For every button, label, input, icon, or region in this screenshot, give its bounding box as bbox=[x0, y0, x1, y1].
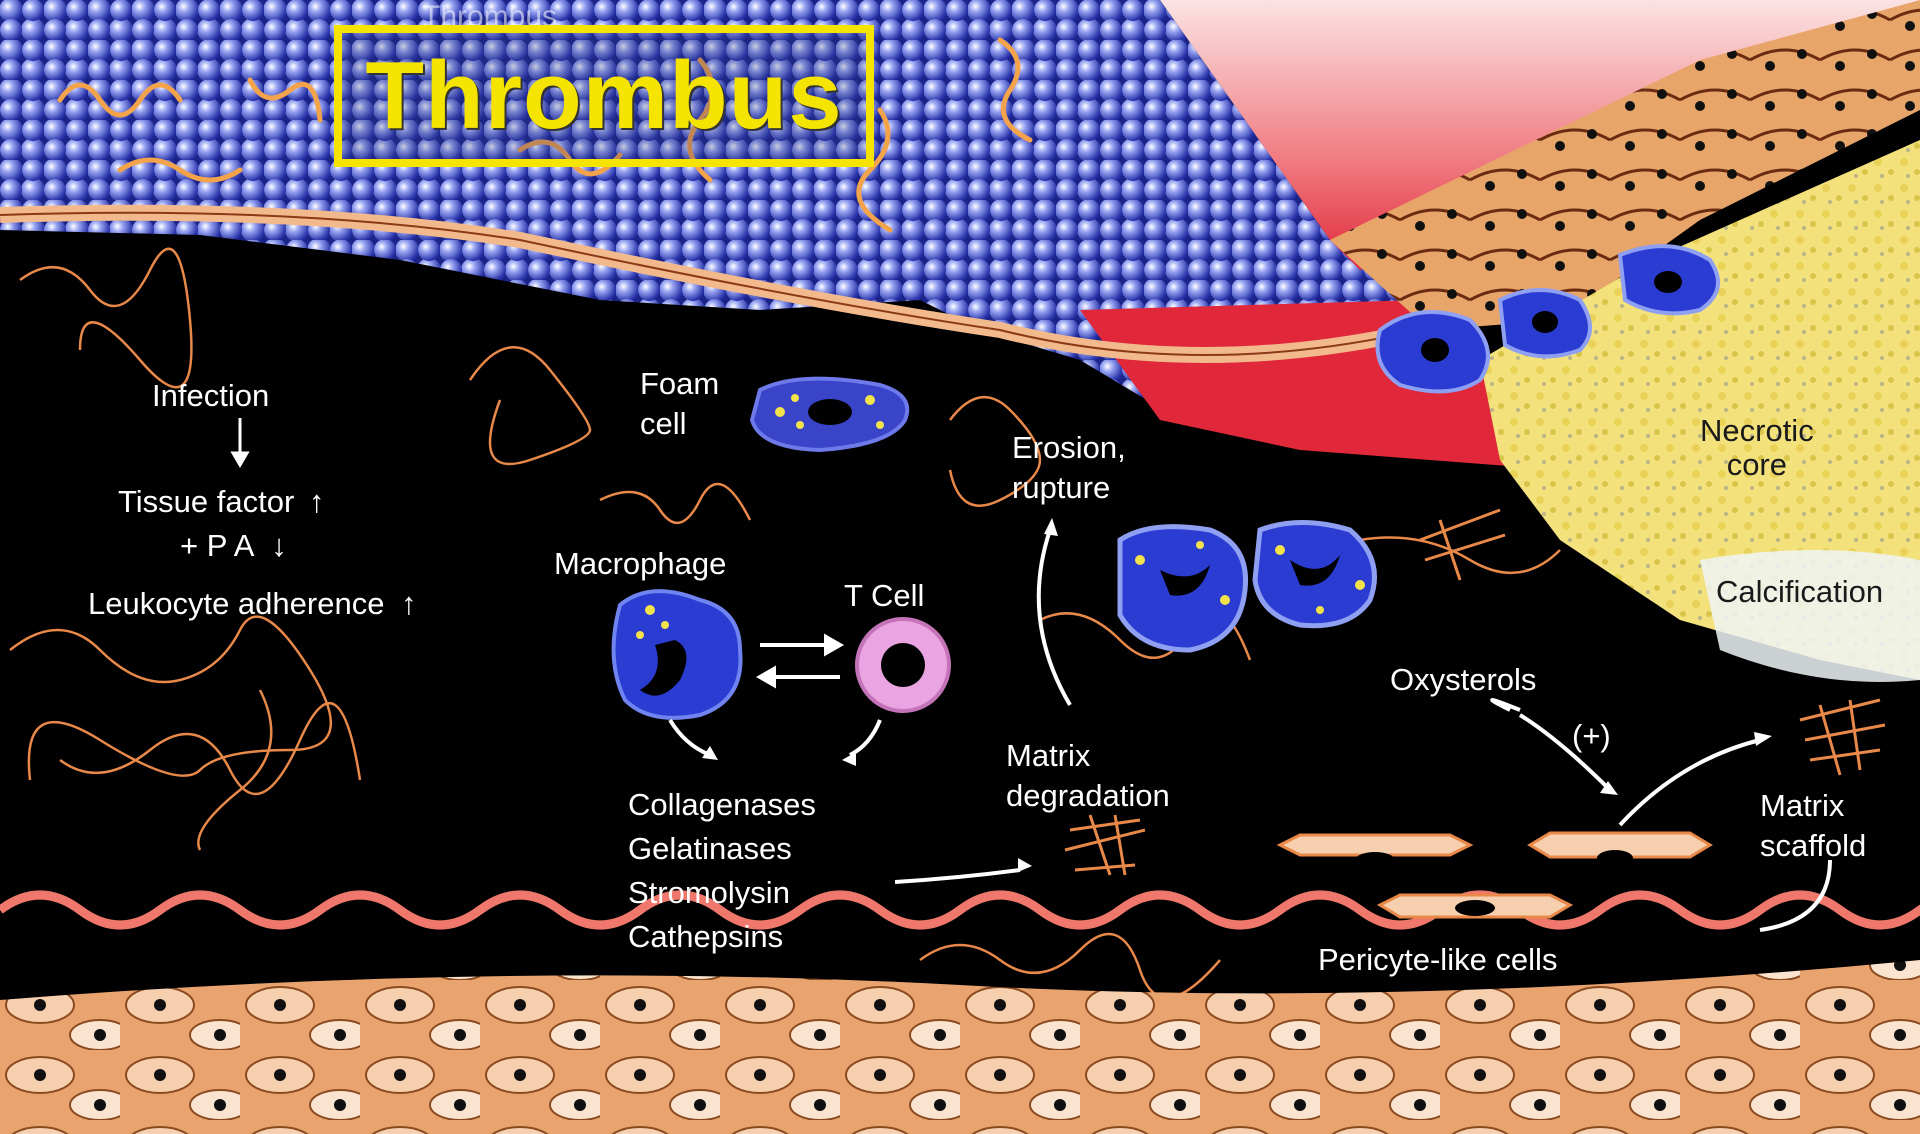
label-necrotic-core: Necrotic core bbox=[1700, 414, 1814, 482]
label-erosion: Erosion, rupture bbox=[1012, 428, 1126, 508]
enzyme-item: Collagenases bbox=[628, 783, 816, 827]
down-arrow-icon: ↓ bbox=[271, 528, 287, 563]
necrotic-core-line-2: core bbox=[1700, 448, 1814, 482]
enzyme-item: Gelatinases bbox=[628, 827, 816, 871]
media-layer bbox=[0, 960, 1920, 1134]
label-foam-cell: Foam cell bbox=[640, 364, 719, 444]
matrix-scaffold-line-2: scaffold bbox=[1760, 826, 1866, 866]
label-enzymes: Collagenases Gelatinases Stromolysin Cat… bbox=[628, 783, 816, 959]
label-oxysterols: Oxysterols bbox=[1390, 660, 1536, 700]
tissue-factor-text: Tissue factor bbox=[118, 484, 294, 519]
internal-elastic-lamina bbox=[0, 895, 1920, 925]
label-pericyte: Pericyte-like cells bbox=[1318, 940, 1557, 980]
label-tissue-factor: Tissue factor ↑ bbox=[118, 482, 324, 522]
foam-cell-line-1: Foam bbox=[640, 364, 719, 404]
erosion-line-2: rupture bbox=[1012, 468, 1126, 508]
label-leukocyte: Leukocyte adherence ↑ bbox=[88, 584, 417, 624]
title-box: Thrombus bbox=[334, 25, 874, 167]
enzyme-item: Cathepsins bbox=[628, 915, 816, 959]
pa-text: + P A bbox=[180, 528, 253, 563]
label-t-cell: T Cell bbox=[844, 576, 924, 616]
label-matrix-degradation: Matrix degradation bbox=[1006, 736, 1170, 816]
label-matrix-scaffold: Matrix scaffold bbox=[1760, 786, 1866, 866]
label-plus: (+) bbox=[1572, 716, 1611, 756]
matrix-degradation-line-1: Matrix bbox=[1006, 736, 1170, 776]
rupture-macrophages bbox=[1120, 523, 1375, 651]
label-infection: Infection bbox=[152, 376, 269, 416]
page-title: Thrombus bbox=[365, 48, 842, 144]
necrotic-core-line-1: Necrotic bbox=[1700, 414, 1814, 448]
macrophage-shape bbox=[614, 591, 741, 718]
t-cell-shape bbox=[857, 619, 949, 711]
leukocyte-text: Leukocyte adherence bbox=[88, 586, 384, 621]
up-arrow-icon: ↑ bbox=[309, 484, 325, 519]
calcification-area bbox=[1700, 550, 1920, 682]
matrix-scaffold-line-1: Matrix bbox=[1760, 786, 1866, 826]
erosion-line-1: Erosion, bbox=[1012, 428, 1126, 468]
matrix-degradation-line-2: degradation bbox=[1006, 776, 1170, 816]
foam-cell-shape bbox=[752, 379, 907, 450]
enzyme-item: Stromolysin bbox=[628, 871, 816, 915]
up-arrow-icon: ↑ bbox=[401, 586, 417, 621]
label-pa: + P A ↓ bbox=[180, 526, 287, 566]
label-calcification: Calcification bbox=[1716, 572, 1883, 612]
label-macrophage: Macrophage bbox=[554, 544, 726, 584]
foam-cell-line-2: cell bbox=[640, 404, 719, 444]
